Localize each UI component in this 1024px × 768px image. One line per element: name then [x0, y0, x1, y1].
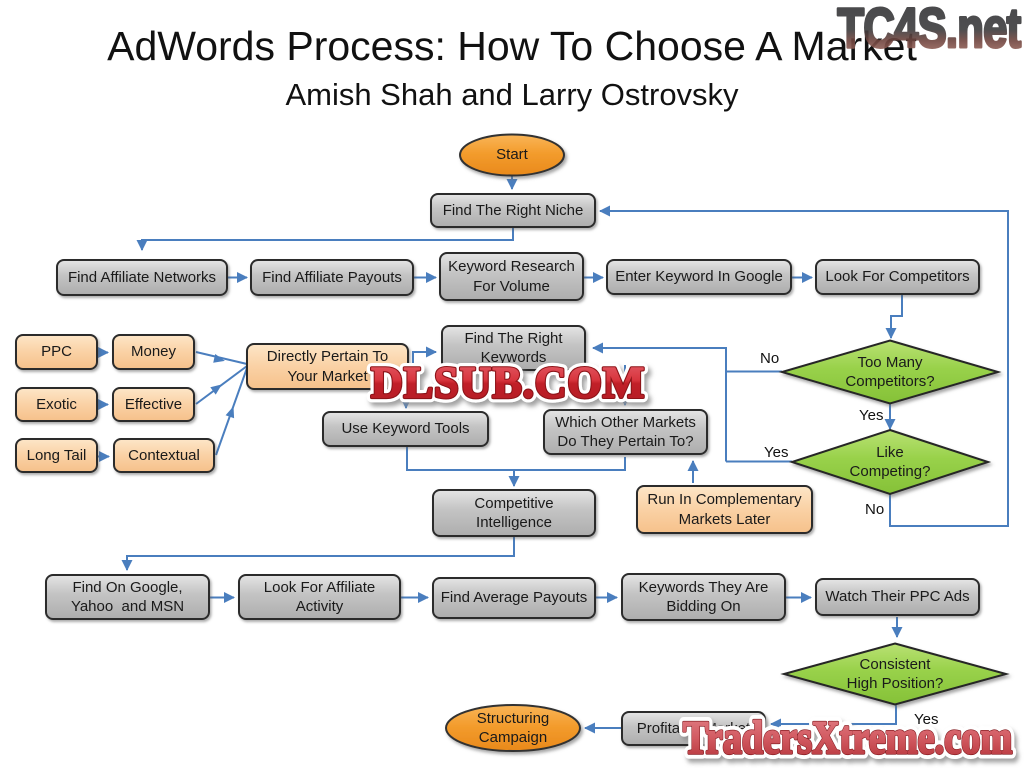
- svg-text:TC4S.net: TC4S.net: [837, 0, 1021, 59]
- svg-text:DLSUB.COM: DLSUB.COM: [371, 358, 645, 407]
- svg-text:TradersXtreme.com: TradersXtreme.com: [683, 712, 1012, 764]
- svg-text:DLSUB.COM: DLSUB.COM: [371, 358, 645, 407]
- svg-text:TradersXtreme.com: TradersXtreme.com: [683, 712, 1012, 764]
- svg-text:DLSUB.COM: DLSUB.COM: [371, 358, 645, 407]
- svg-text:TradersXtreme.com: TradersXtreme.com: [683, 712, 1012, 764]
